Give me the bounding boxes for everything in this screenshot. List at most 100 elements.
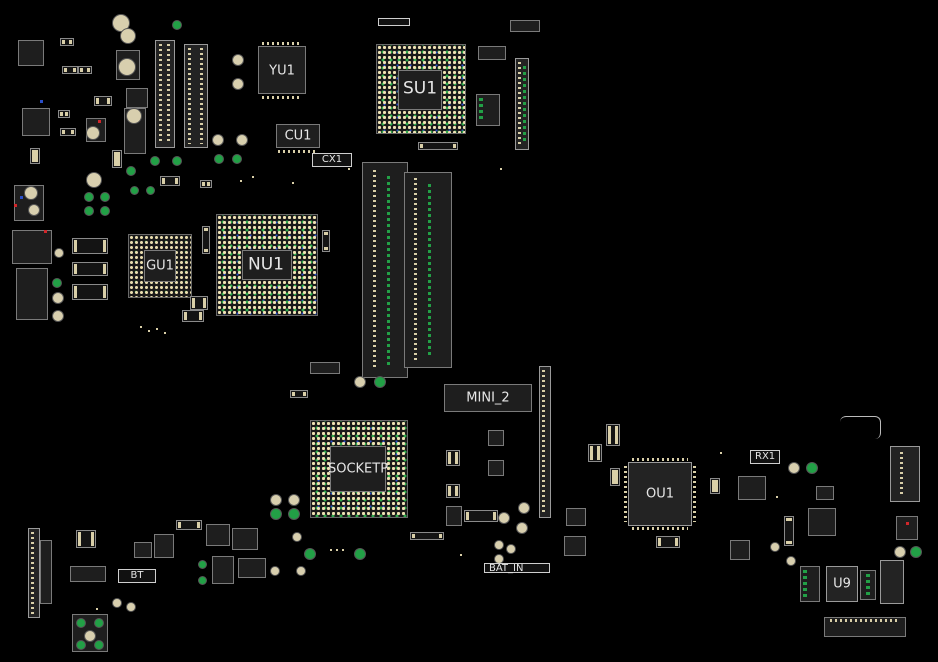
pad[interactable] [232,154,242,164]
passive[interactable] [322,230,330,252]
pad[interactable] [112,598,122,608]
passive[interactable] [418,142,458,150]
passive[interactable] [200,180,212,188]
pad[interactable] [150,156,160,166]
pad[interactable] [24,186,38,200]
component-block[interactable] [134,542,152,558]
passive[interactable] [112,150,122,168]
pad[interactable] [100,192,110,202]
passive[interactable] [446,450,460,466]
pad[interactable] [172,20,182,30]
passive[interactable] [464,510,498,522]
passive[interactable] [202,226,210,254]
passive[interactable] [160,176,180,186]
connector-strip[interactable] [890,446,920,502]
pad[interactable] [212,134,224,146]
pad[interactable] [270,508,282,520]
pad[interactable] [270,494,282,506]
passive[interactable] [72,284,108,300]
pad[interactable] [172,156,182,166]
component-block[interactable] [564,536,586,556]
pad[interactable] [292,532,302,542]
component-block[interactable] [808,508,836,536]
component-block[interactable] [446,506,462,526]
pad[interactable] [494,540,504,550]
passive[interactable] [784,516,794,546]
pad[interactable] [498,512,510,524]
pad[interactable] [288,508,300,520]
pad[interactable] [146,186,155,195]
pad[interactable] [236,134,248,146]
pad[interactable] [770,542,780,552]
pad[interactable] [788,462,800,474]
component-block[interactable] [816,486,834,500]
pad[interactable] [126,166,136,176]
component-block[interactable] [238,558,266,578]
component-block[interactable] [566,508,586,526]
component-block[interactable] [16,268,48,320]
pad[interactable] [76,640,86,650]
passive[interactable] [710,478,720,494]
component-block[interactable] [126,88,148,108]
component-block[interactable] [12,230,52,264]
passive[interactable] [176,520,202,530]
component-block[interactable] [378,18,410,26]
component-block[interactable] [70,566,106,582]
passive[interactable] [58,110,70,118]
component-bt[interactable]: BT [118,569,156,583]
pad[interactable] [118,58,136,76]
pad[interactable] [86,172,102,188]
passive[interactable] [72,238,108,254]
component-block[interactable] [896,516,918,540]
pad[interactable] [54,248,64,258]
component-block[interactable] [40,540,52,604]
pad[interactable] [910,546,922,558]
connector-strip[interactable] [155,40,175,148]
passive[interactable] [410,532,444,540]
dimm-slot-a[interactable] [362,162,408,378]
component-block[interactable] [22,108,50,136]
pad[interactable] [232,78,244,90]
component-block[interactable] [730,540,750,560]
passive[interactable] [72,262,108,276]
pad[interactable] [354,548,366,560]
pad[interactable] [270,566,280,576]
component-block[interactable] [738,476,766,500]
component-ou1[interactable] [628,462,692,526]
pad[interactable] [786,556,796,566]
passive[interactable] [606,424,620,446]
component-block[interactable] [154,534,174,558]
passive[interactable] [60,128,76,136]
pad[interactable] [894,546,906,558]
pad[interactable] [76,618,86,628]
pad[interactable] [296,566,306,576]
passive[interactable] [190,296,208,310]
pad[interactable] [126,108,142,124]
component-block[interactable] [510,20,540,32]
connector-bottom[interactable] [824,617,906,637]
connector-strip[interactable] [28,528,40,618]
connector-strip[interactable] [539,366,551,518]
pad[interactable] [120,28,136,44]
pad[interactable] [198,560,207,569]
pad[interactable] [94,640,104,650]
component-block[interactable] [478,46,506,60]
pad[interactable] [52,292,64,304]
pad[interactable] [86,126,100,140]
pad[interactable] [516,522,528,534]
pad[interactable] [304,548,316,560]
pad[interactable] [126,602,136,612]
pad[interactable] [354,376,366,388]
component-block[interactable] [212,556,234,584]
pad[interactable] [84,206,94,216]
passive[interactable] [94,96,112,106]
component-block[interactable] [18,40,44,66]
passive[interactable] [30,148,40,164]
pad[interactable] [198,576,207,585]
component-mini-2[interactable] [444,384,532,412]
component-cu1[interactable] [276,124,320,148]
passive[interactable] [62,66,78,74]
pad[interactable] [28,204,40,216]
pad[interactable] [506,544,516,554]
component-yu1[interactable] [258,46,306,94]
